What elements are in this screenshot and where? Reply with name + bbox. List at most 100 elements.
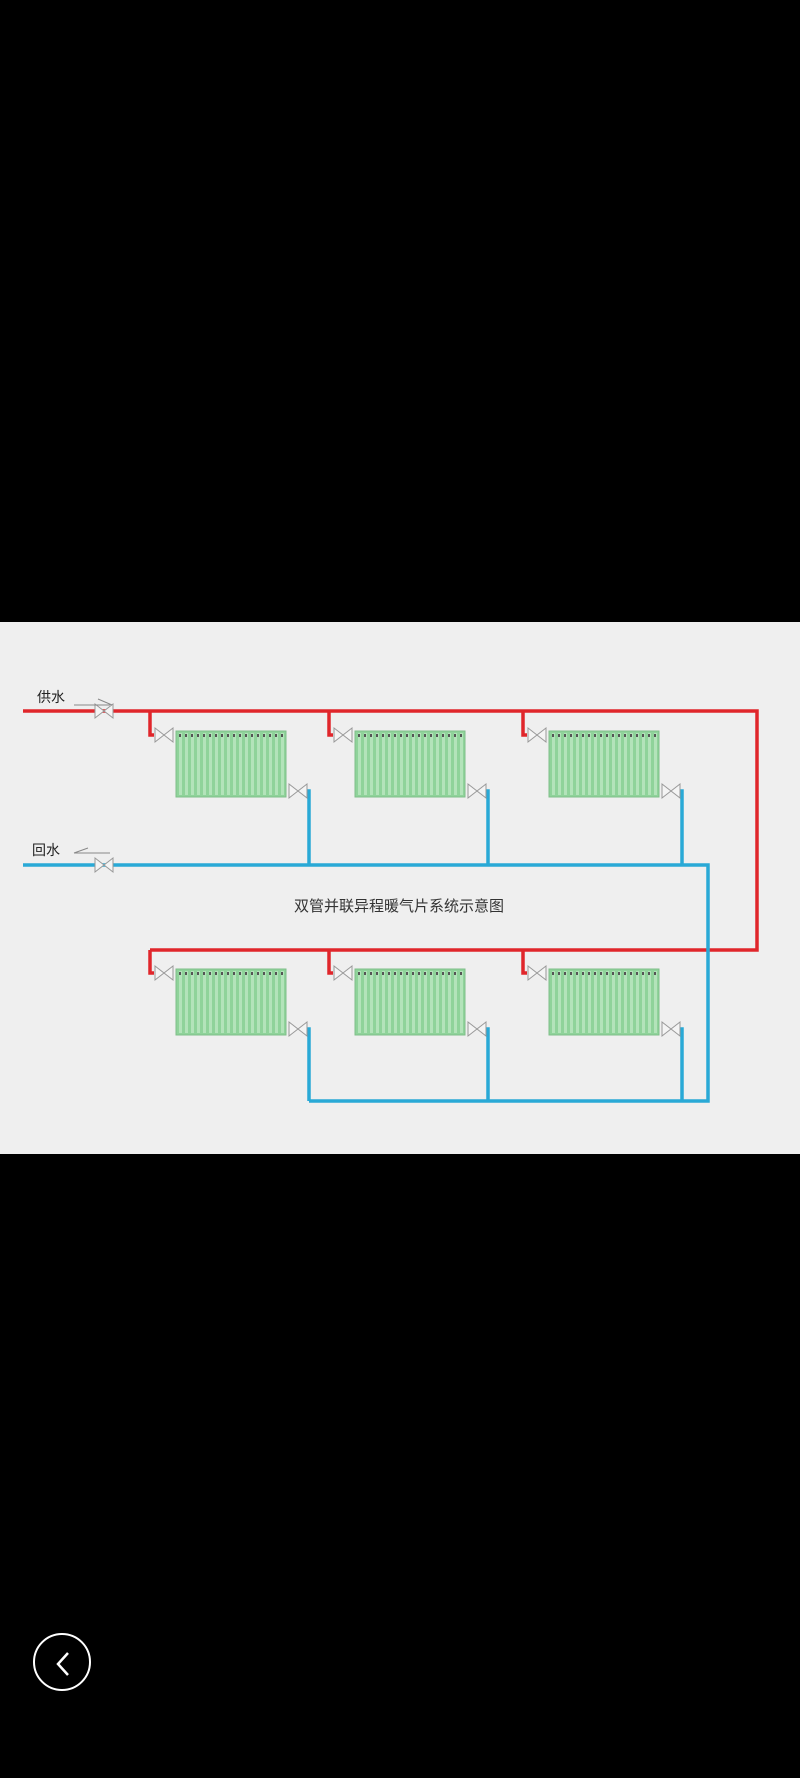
radiator-fin-cap (215, 972, 217, 975)
radiator-fin (376, 733, 379, 795)
radiator-fin-cap (606, 734, 608, 737)
radiator-fin (203, 971, 206, 1033)
radiator-fin (594, 733, 597, 795)
radiator-fin-cap (430, 972, 432, 975)
radiator-fin (454, 971, 457, 1033)
supply-branch-pipe (148, 711, 154, 737)
radiator-fin (600, 733, 603, 795)
radiator-fin-cap (251, 734, 253, 737)
radiator-fin (648, 733, 651, 795)
radiator-fin-cap (552, 972, 554, 975)
radiator-fin (624, 971, 627, 1033)
radiator-fin-cap (191, 972, 193, 975)
radiator-inlet-valve[interactable] (527, 726, 547, 744)
radiator-outlet-valve[interactable] (467, 1020, 487, 1038)
radiator-fin-cap (263, 972, 265, 975)
radiator-fin (430, 733, 433, 795)
radiator-fin-cap (400, 972, 402, 975)
radiator-fin (448, 733, 451, 795)
radiator-fin (370, 733, 373, 795)
radiator-fin-cap (460, 734, 462, 737)
radiator-fin-cap (358, 972, 360, 975)
radiator-outlet-valve[interactable] (288, 1020, 308, 1038)
radiator-fin (406, 733, 409, 795)
radiator-fin-cap (257, 734, 259, 737)
radiator-fin-cap (588, 972, 590, 975)
radiator-fin (227, 733, 230, 795)
radiator-fin (654, 971, 657, 1033)
radiator-fin (558, 971, 561, 1033)
radiator-fin-cap (558, 734, 560, 737)
radiator-fin-cap (257, 972, 259, 975)
radiator-fin (412, 733, 415, 795)
radiator-fin (388, 733, 391, 795)
radiator-fin (412, 971, 415, 1033)
radiator-fin (185, 971, 188, 1033)
radiator-fin (233, 971, 236, 1033)
radiator-fin (564, 971, 567, 1033)
radiator-fin-cap (376, 734, 378, 737)
return-main-valve[interactable] (94, 856, 114, 874)
radiator-fin (191, 971, 194, 1033)
radiator-fin (358, 971, 361, 1033)
radiator-fin (636, 733, 639, 795)
radiator-fin (382, 733, 385, 795)
return-branch-pipe (482, 789, 490, 865)
supply-label: 供水 (37, 690, 65, 706)
radiator-outlet-valve[interactable] (661, 1020, 681, 1038)
radiator-fin-cap (654, 972, 656, 975)
supply-main-valve[interactable] (94, 702, 114, 720)
radiator-fin (576, 733, 579, 795)
radiator-inlet-valve[interactable] (333, 726, 353, 744)
radiator-fin-cap (227, 734, 229, 737)
supply-main-pipe (23, 709, 759, 952)
radiator-fin-cap (418, 734, 420, 737)
radiator-fin (281, 971, 284, 1033)
supply-branch-pipe (148, 950, 154, 975)
radiator-fin (582, 733, 585, 795)
radiator-fin-cap (179, 734, 181, 737)
radiator-fin (594, 971, 597, 1033)
radiator-fin (606, 971, 609, 1033)
radiator-fin (185, 733, 188, 795)
radiator-fin (370, 971, 373, 1033)
radiator-fin (203, 733, 206, 795)
radiator-inlet-valve[interactable] (527, 964, 547, 982)
radiator-fin-cap (239, 972, 241, 975)
radiator-fin-cap (448, 734, 450, 737)
radiator-fin-cap (221, 972, 223, 975)
radiator-fin (269, 971, 272, 1033)
radiator-fin-cap (215, 734, 217, 737)
radiator-fin (209, 733, 212, 795)
radiator-fin (251, 733, 254, 795)
radiator-fin-cap (418, 972, 420, 975)
supply-branch-pipe (327, 711, 333, 737)
radiator-outlet-valve[interactable] (661, 782, 681, 800)
radiator-fin (624, 733, 627, 795)
radiator-fin-cap (454, 972, 456, 975)
radiator-fin-cap (654, 734, 656, 737)
radiator-fin (442, 971, 445, 1033)
radiator-fin-cap (448, 972, 450, 975)
radiator-outlet-valve[interactable] (288, 782, 308, 800)
radiator-fin (233, 733, 236, 795)
radiator-inlet-valve[interactable] (154, 964, 174, 982)
back-button[interactable] (33, 1633, 91, 1691)
radiator-fin-cap (636, 972, 638, 975)
radiator-fin-cap (570, 972, 572, 975)
radiator-fin (400, 733, 403, 795)
radiator-fin (364, 733, 367, 795)
radiator-fin (418, 971, 421, 1033)
radiator-fin-cap (203, 972, 205, 975)
radiator-fin-cap (275, 972, 277, 975)
radiator-inlet-valve[interactable] (154, 726, 174, 744)
radiator (548, 968, 660, 1036)
radiator-fin-cap (281, 972, 283, 975)
radiator-outlet-valve[interactable] (467, 782, 487, 800)
radiator-fin-cap (406, 734, 408, 737)
radiator-fin-cap (630, 734, 632, 737)
radiator-fin (552, 971, 555, 1033)
radiator-inlet-valve[interactable] (333, 964, 353, 982)
radiator-fin (197, 971, 200, 1033)
radiator-fin-cap (382, 734, 384, 737)
